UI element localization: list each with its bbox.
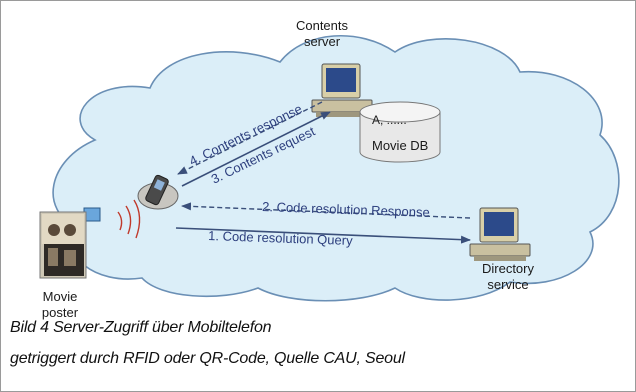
movie-poster-label-line2: poster xyxy=(41,305,79,320)
code-resolution-query-arrow xyxy=(175,227,471,244)
movie-poster-label: Movie poster xyxy=(30,289,90,321)
code-resolution-response-arrow xyxy=(181,202,471,219)
code-resolution-query-label: 1. Code resolution Query xyxy=(208,228,353,248)
contents-request-arrow xyxy=(181,111,331,187)
code-resolution-response-label: 2. Code resolution Response xyxy=(262,199,430,220)
contents-server-icon xyxy=(311,63,373,117)
directory-service-label-line2: service xyxy=(487,277,529,292)
directory-service-label-line1: Directory xyxy=(481,261,534,276)
movie-db-label: Movie DB xyxy=(372,138,428,153)
rfid-signal-icon xyxy=(117,199,141,239)
network-cloud xyxy=(52,35,620,302)
contents-response-arrow xyxy=(177,101,323,175)
caption-line-2: getriggert durch RFID oder QR-Code, Quel… xyxy=(10,350,405,367)
network-diagram: 4. Contents response 3. Contents request… xyxy=(39,35,620,302)
directory-service-label: Directory service xyxy=(468,261,548,293)
contents-server-label-line2: server xyxy=(303,34,341,49)
movie-poster-label-line1: Movie xyxy=(42,289,78,304)
movie-poster-image xyxy=(39,211,87,279)
contents-server-label-line1: Contents xyxy=(295,18,349,33)
movie-db-icon xyxy=(359,101,441,163)
contents-server-label: Contents server xyxy=(282,18,362,50)
directory-service-icon xyxy=(469,207,531,261)
movie-db-record: A, ...... xyxy=(372,113,407,127)
caption-line-1: Bild 4 Server-Zugriff über Mobiltelefon xyxy=(10,319,272,336)
mobile-phone-icon xyxy=(137,174,179,210)
